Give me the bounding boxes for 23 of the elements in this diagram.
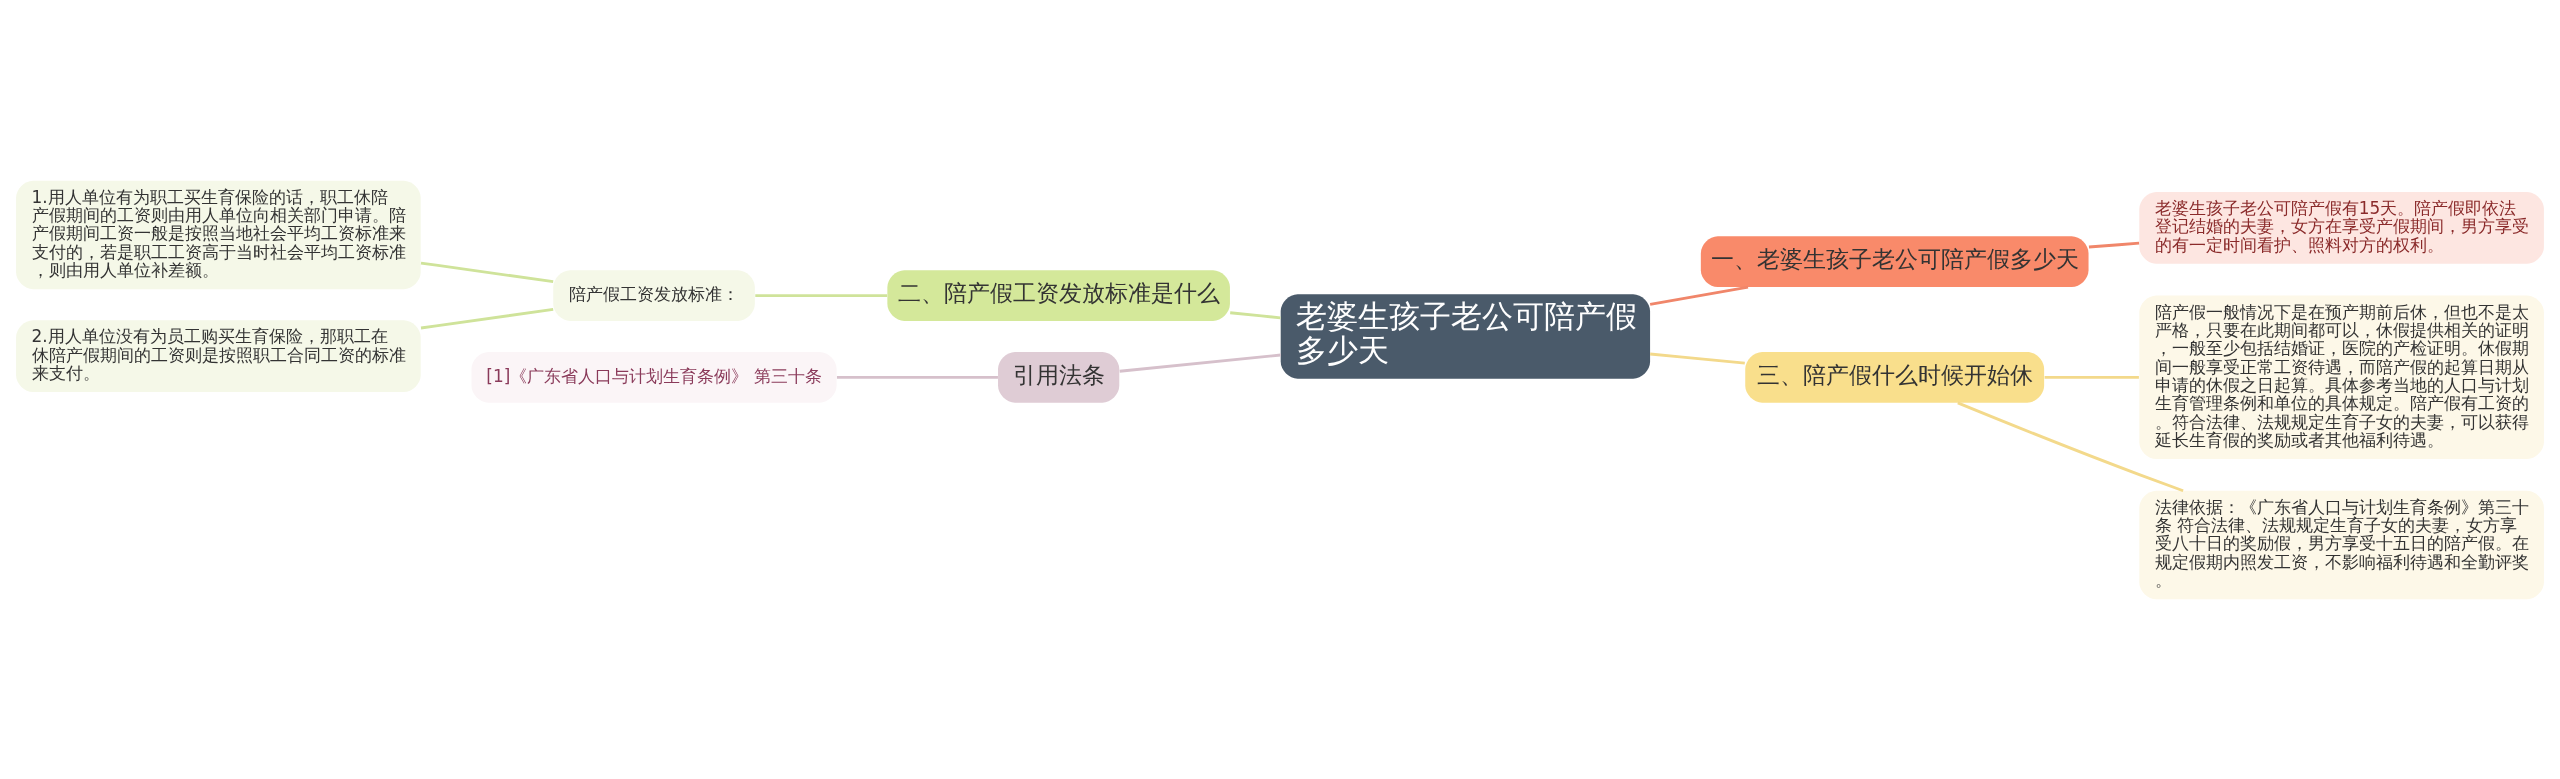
node-box: [1]《广东省人口与计划生育条例》 第三十条 [471, 351, 837, 403]
connector [2044, 375, 2139, 379]
node-box: 2.用人单位没有为员工购买生育保险，那职工在休陪产假期间的工资则是按照职工合同工资的标准来支付。 [16, 319, 421, 392]
connector [1649, 285, 1749, 306]
connector [1230, 310, 1281, 319]
node-box: 陪产假工资发放标准： [553, 269, 755, 321]
node-box: 1.用人单位有为职工买生育保险的话，职工休陪产假期间的工资则由用人单位向相关部门申请。陪产假期间工资一般是按照当地社会平均工资标准来支付的，若是职工工资高于当时社会平均工资标准，则由用人单位补差额。 [16, 180, 421, 289]
node-box: 引用法条 [998, 351, 1120, 403]
connector [1957, 401, 2184, 492]
node-box: 老婆生孩子老公可陪产假有15天。陪产假即依法登记结婚的夫妻，女方在享受产假期间，男方享受的有一定时间看护、照料对方的权利。 [2139, 191, 2544, 264]
connector [1650, 352, 1745, 364]
node-box: 二、陪产假工资发放标准是什么 [887, 269, 1230, 321]
connector [420, 261, 554, 283]
node-box: 法律依据：《广东省人口与计划生育条例》第三十条 符合法律、法规规定生育子女的夫妻，女方享受八十日的奖励假，男方享受十五日的陪产假。在规定假期内照发工资，不影响福利待遇和全勤评奖。 [2139, 490, 2544, 599]
node-box: 三、陪产假什么时候开始休 [1745, 351, 2045, 403]
connector [836, 375, 998, 379]
connector [420, 307, 554, 329]
node-box: 陪产假一般情况下是在预产期前后休，但也不是太严格，只要在此期间都可以，休假提供相关的证明，一般至少包括结婚证，医院的产检证明。休假期间一般享受正常工资待遇，而陪产假的起算日期从申请的休假之日起算。具体参考当地的人口与计划生育管理条例和单位的具体规定。陪产假有工资的。符合法律、法规规定生育子女的夫妻，可以获得延长生育假的奖励或者其他福利待遇。 [2139, 295, 2544, 459]
connector [1119, 353, 1281, 373]
node-box: 老婆生孩子老公可陪产假多少天 [1280, 293, 1651, 379]
connector [2088, 241, 2140, 248]
node-box: 一、老婆生孩子老公可陪产假多少天 [1700, 235, 2089, 287]
connector [755, 293, 888, 297]
